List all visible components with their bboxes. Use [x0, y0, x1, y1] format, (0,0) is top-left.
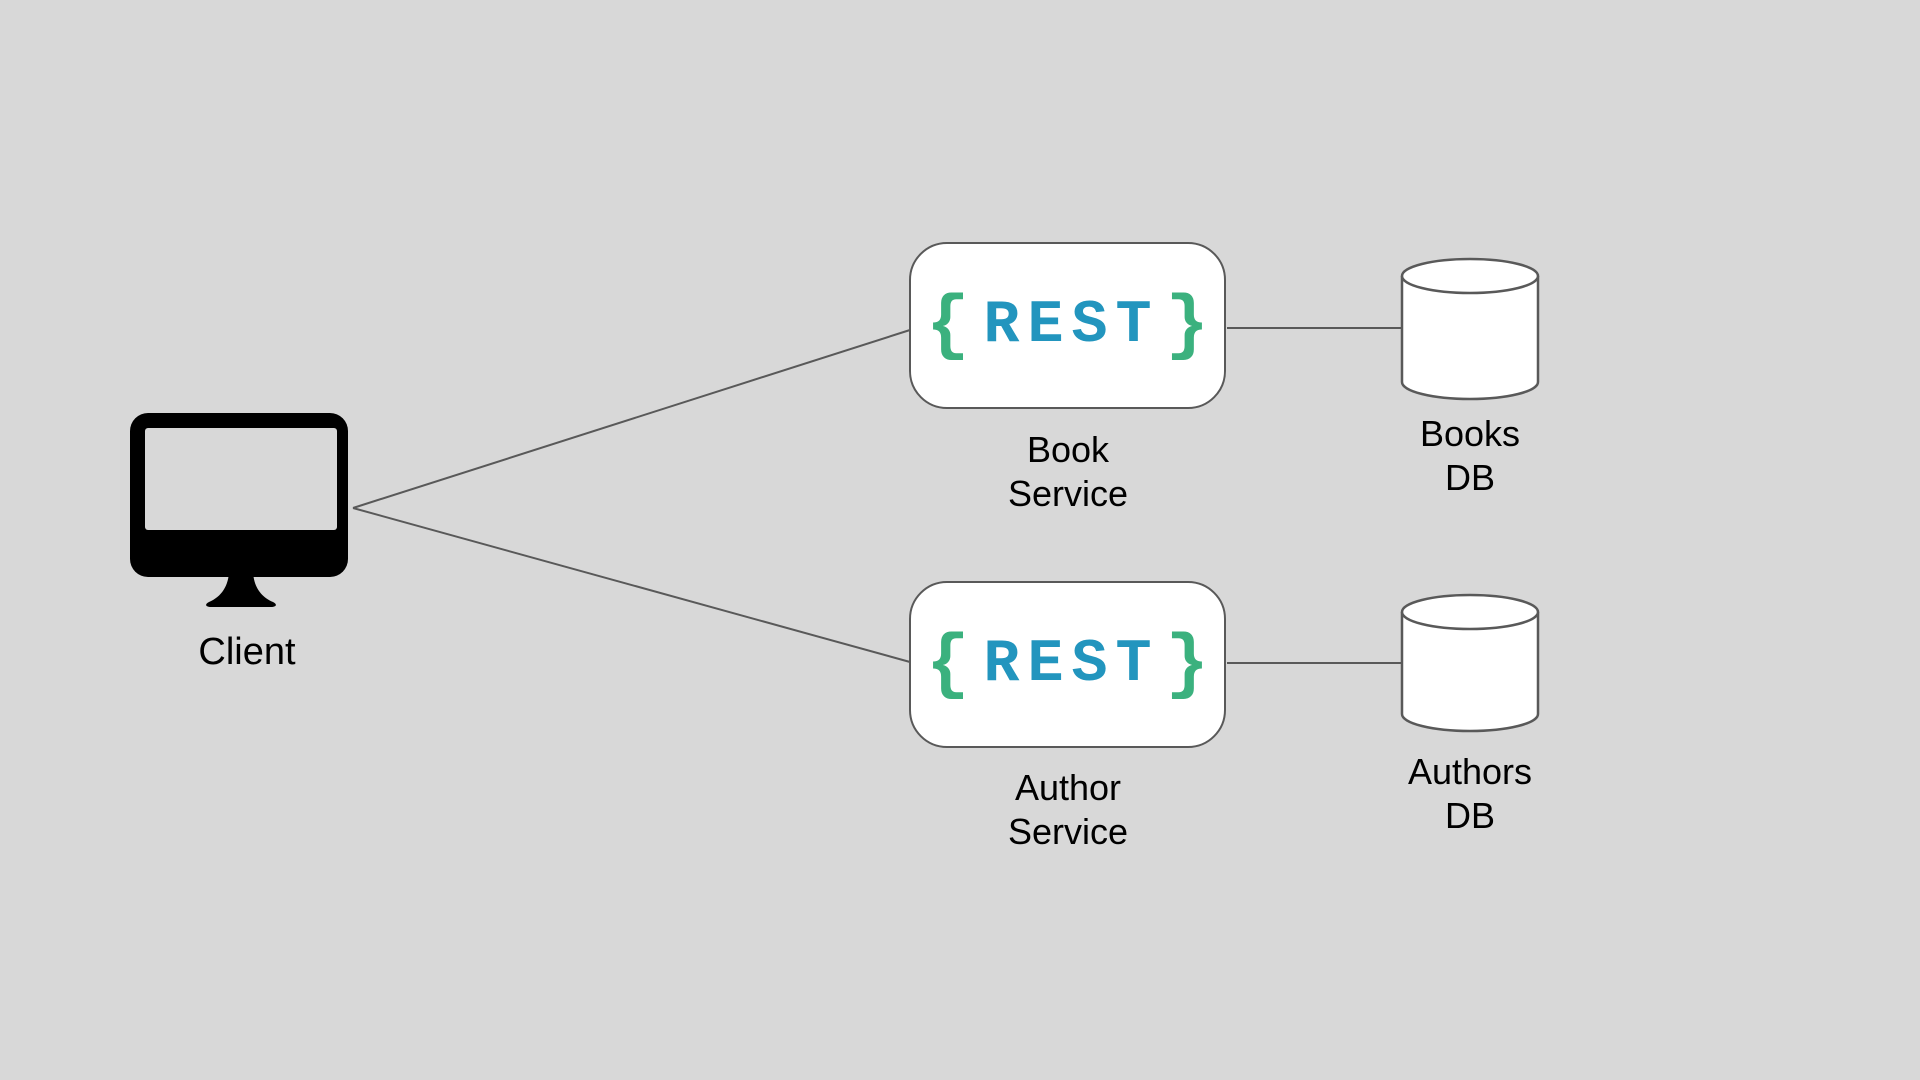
- books-db-label: Books DB: [1420, 412, 1520, 500]
- authors-db-label-line1: Authors: [1407, 751, 1533, 792]
- open-brace-icon: {: [926, 284, 970, 367]
- connector-client-to-book-service: [352, 329, 911, 509]
- client-label: Client: [198, 631, 296, 673]
- books-db-cylinder-top: [1400, 257, 1540, 295]
- author-service-label-line2: Service: [1007, 811, 1129, 852]
- authors-db-cylinder-body: [1400, 612, 1540, 733]
- authors-db-cylinder-top: [1400, 593, 1540, 631]
- author-service-node: { REST }: [909, 581, 1226, 748]
- books-db-label-line2: DB: [1444, 457, 1495, 498]
- monitor-stand: [206, 570, 276, 607]
- connector-client-to-author-service: [352, 507, 911, 663]
- author-service-label: Author Service: [1008, 766, 1128, 854]
- books-db-label-line1: Books: [1419, 413, 1521, 454]
- book-service-label-line1: Book: [1026, 429, 1110, 470]
- rest-logo-text: REST: [983, 291, 1160, 360]
- book-service-node: { REST }: [909, 242, 1226, 409]
- open-brace-icon: {: [926, 623, 970, 706]
- books-db-cylinder-body: [1400, 276, 1540, 401]
- authors-db-label-line2: DB: [1444, 795, 1496, 836]
- monitor-screen: [145, 428, 337, 530]
- close-brace-icon: }: [1165, 623, 1209, 706]
- author-service-label-line1: Author: [1014, 767, 1122, 808]
- authors-db-cylinder-icon: [1400, 593, 1540, 733]
- rest-logo-text: REST: [983, 630, 1160, 699]
- book-service-label: Book Service: [1008, 428, 1128, 516]
- close-brace-icon: }: [1165, 284, 1209, 367]
- books-db-cylinder-icon: [1400, 257, 1540, 401]
- book-service-label-line2: Service: [1007, 473, 1129, 514]
- authors-db-label: Authors DB: [1408, 750, 1532, 838]
- desktop-monitor-icon: [130, 413, 348, 607]
